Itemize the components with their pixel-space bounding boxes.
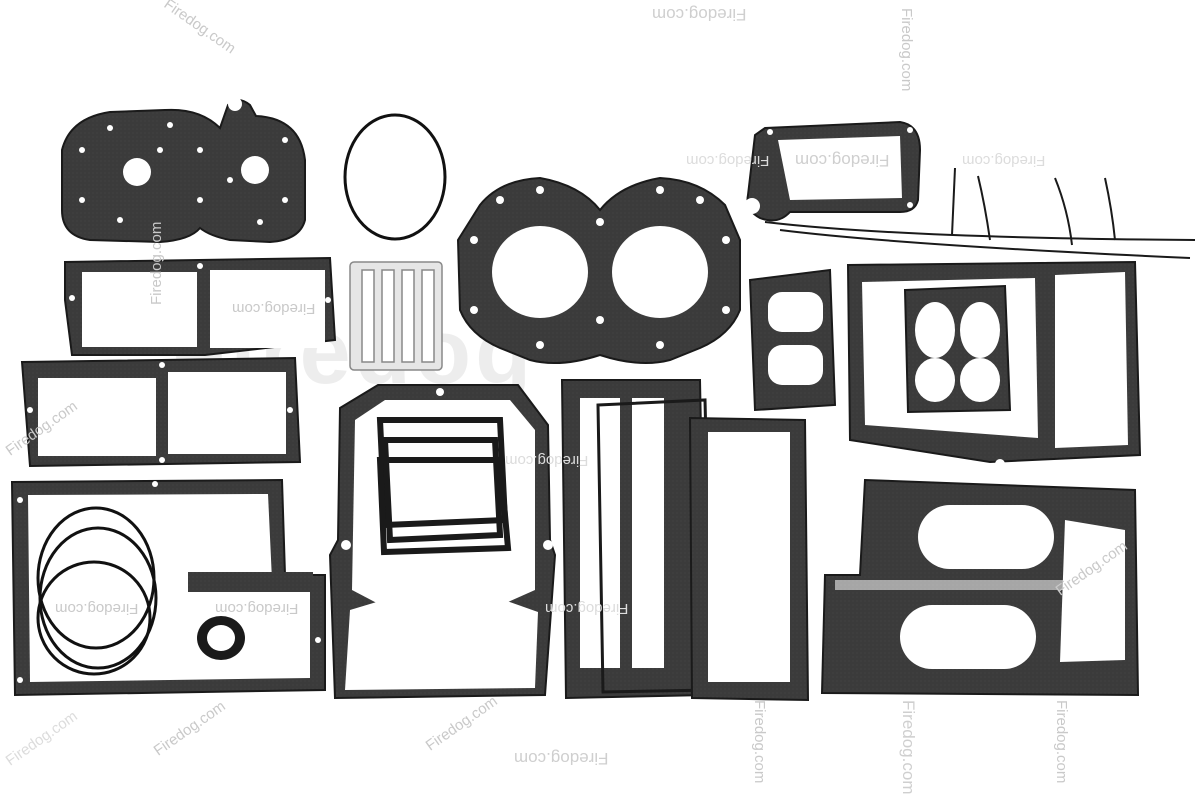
head-cover-gasket	[61, 97, 306, 244]
thermostat-cover-gasket	[744, 120, 922, 222]
exhaust-plate-gasket	[820, 478, 1140, 697]
adapter-plate-gasket	[846, 250, 1142, 469]
o-rings-small	[36, 506, 158, 676]
wire-seal-strips	[764, 167, 1196, 259]
oil-seal	[197, 616, 245, 660]
cylinder-head-gasket	[456, 176, 741, 364]
exhaust-manifold-gaskets	[560, 379, 810, 702]
o-ring-large	[343, 113, 447, 241]
lower-cover-gasket	[10, 478, 326, 697]
reed-valve-stops	[349, 261, 443, 371]
carburetor-gaskets	[748, 268, 837, 412]
exhaust-cover-gasket-lower	[20, 356, 302, 468]
exhaust-cover-gasket-upper	[64, 256, 337, 356]
crankcase-gasket	[328, 384, 557, 700]
